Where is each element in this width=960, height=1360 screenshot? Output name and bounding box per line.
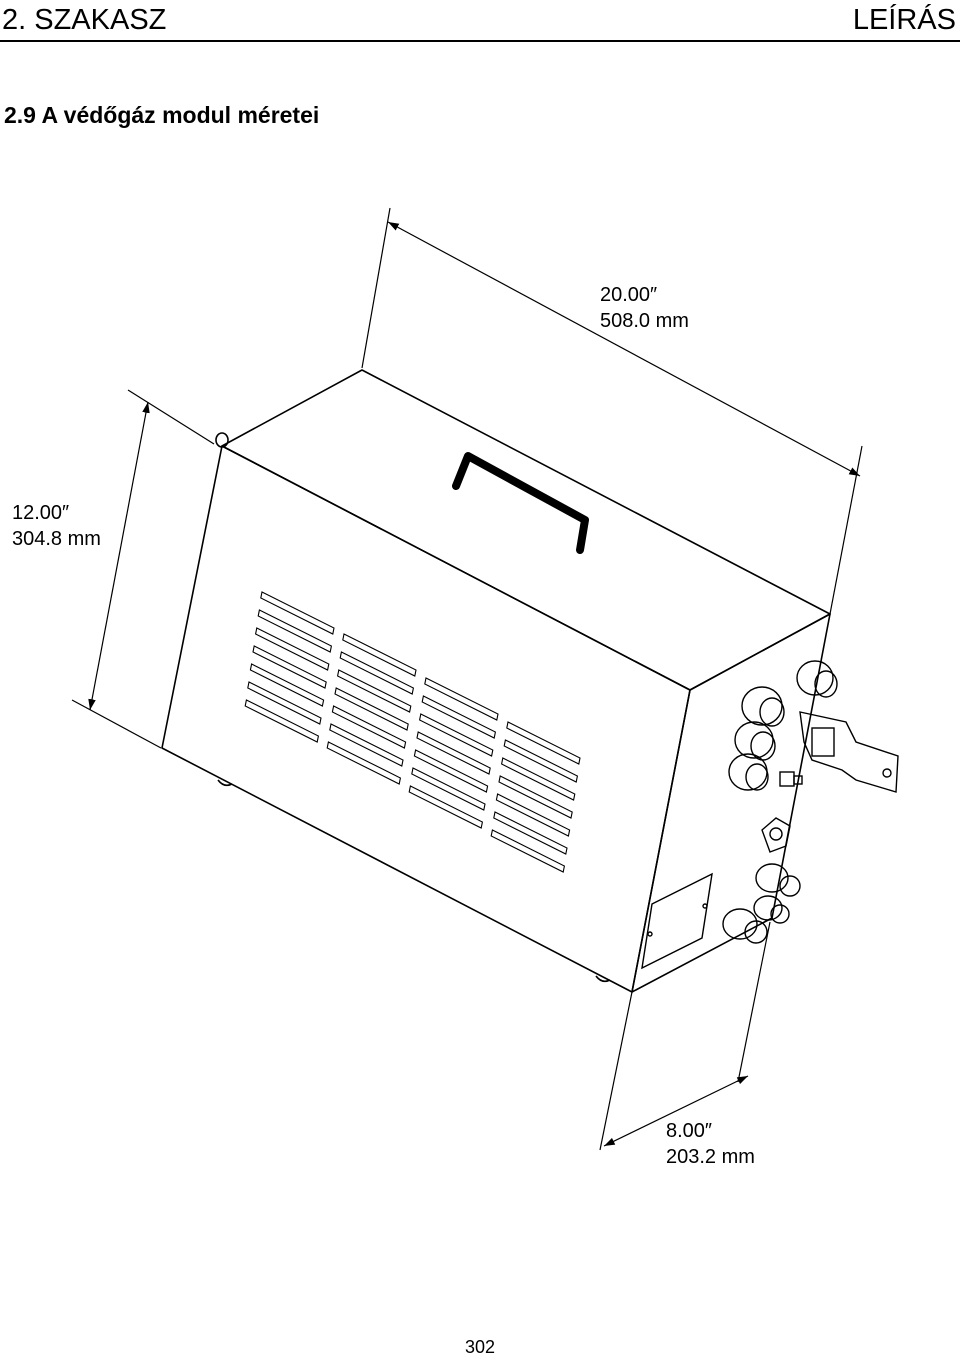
page-number: 302 — [464, 1337, 496, 1357]
vent-slot — [408, 785, 484, 829]
header-divider — [0, 40, 960, 42]
vent-slot — [334, 687, 409, 731]
vent-slot — [490, 829, 566, 873]
vent-slot — [331, 705, 407, 749]
vent-slot — [339, 651, 415, 695]
end-panel-fittings — [641, 660, 899, 970]
vent-slot — [506, 721, 581, 765]
vent-slot — [244, 699, 320, 743]
vent-slot — [336, 669, 412, 713]
dimension-lines — [71, 207, 863, 1151]
vent-slot — [500, 757, 576, 801]
vent-slot — [326, 741, 402, 785]
vent-slot — [260, 591, 335, 635]
vent-slot — [342, 633, 417, 677]
section-title: 2. SZAKASZ — [2, 4, 167, 36]
length-dimension-mm: 508.0 mm — [600, 310, 689, 332]
vent-slot — [493, 811, 568, 855]
length-dimension-inch: 20.00″ — [600, 284, 658, 306]
vent-slot — [411, 767, 486, 811]
vent-slot — [503, 739, 579, 783]
vent-slot — [495, 793, 571, 837]
section-category: LEÍRÁS — [852, 4, 956, 36]
height-dimension-mm: 304.8 mm — [12, 528, 101, 550]
height-dimension-inch: 12.00″ — [12, 502, 70, 524]
vent-slot — [252, 645, 327, 689]
vent-slot — [498, 775, 573, 819]
page-header: 2. SZAKASZ LEÍRÁS — [0, 0, 960, 44]
vent-slot — [329, 723, 404, 767]
vent-slot — [416, 731, 491, 775]
vent-slot — [257, 609, 333, 653]
section-heading: 2.9 A védőgáz modul méretei — [4, 102, 320, 128]
vent-slot — [249, 663, 325, 707]
vent-slot — [254, 627, 330, 671]
vent-slot — [413, 749, 489, 793]
depth-dimension-mm: 203.2 mm — [666, 1146, 755, 1168]
module-housing — [161, 369, 831, 993]
vent-slot — [247, 681, 322, 725]
carry-handle — [452, 452, 589, 554]
vent-slot — [418, 713, 494, 757]
vent-slot — [421, 695, 497, 739]
depth-dimension-inch: 8.00″ — [666, 1120, 713, 1142]
ventilation-slots — [244, 591, 581, 873]
vent-slot — [424, 677, 499, 721]
